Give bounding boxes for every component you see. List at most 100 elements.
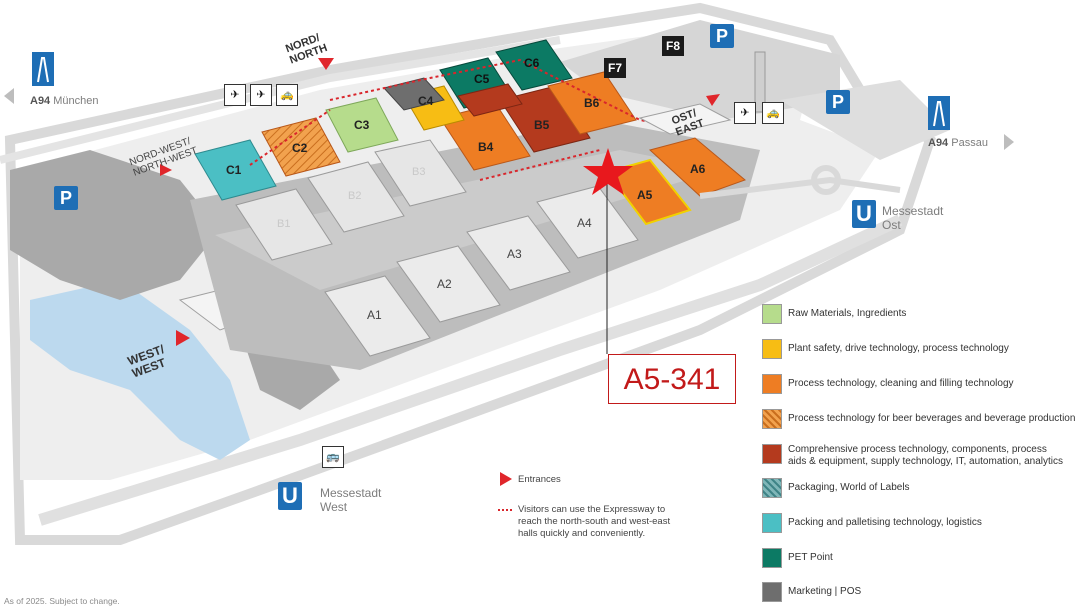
booth-star: [583, 148, 633, 195]
motorway-icon-west: [32, 52, 54, 86]
hall-label-c5[interactable]: C5: [474, 72, 490, 86]
legend-swatch: [762, 444, 782, 464]
taxi-icon-east: 🚕: [762, 102, 784, 124]
legend-item-palletising: Packing and palletising technology, logi…: [762, 513, 1080, 537]
area-f8[interactable]: F8: [662, 36, 684, 56]
hall-label-c3[interactable]: C3: [354, 118, 370, 132]
ubahn-icon-east[interactable]: U: [852, 200, 876, 228]
legend-swatch: [762, 478, 782, 498]
legend-swatch: [762, 339, 782, 359]
hall-label-c6[interactable]: C6: [524, 56, 540, 70]
hall-b2: [307, 161, 405, 233]
east-road: [699, 176, 901, 199]
hall-label-c2[interactable]: C2: [292, 141, 308, 155]
road-city-east: Passau: [951, 137, 988, 149]
legend-item-raw-materials: Raw Materials, Ingredients: [762, 304, 1080, 328]
hall-b3: [374, 139, 467, 207]
north-road: [0, 36, 561, 164]
hall-a3: [466, 215, 571, 291]
ubahn-east-line1: Messestadt: [882, 204, 944, 218]
hall-a4: [536, 185, 639, 259]
hall-marketing: [383, 77, 445, 111]
airport-train-icon: ✈: [250, 84, 272, 106]
legend-expressway-note: Visitors can use the Expressway to reach…: [518, 504, 671, 539]
legend-swatch: [762, 513, 782, 533]
hall-c3: [325, 97, 399, 153]
hall-b5: [499, 85, 591, 153]
area-f7[interactable]: F7: [604, 58, 626, 78]
legend-label: Comprehensive process technology, compon…: [788, 444, 1063, 467]
hall-label-b3[interactable]: B3: [412, 166, 426, 178]
hall-label-a5[interactable]: A5: [637, 188, 653, 202]
hall-label-a6[interactable]: A6: [690, 162, 706, 176]
hall-label-b6[interactable]: B6: [584, 96, 600, 110]
legend-swatch: [762, 548, 782, 568]
hall-a1: [324, 275, 431, 357]
road-label-west: A94 München: [30, 95, 99, 107]
legend-label: PET Point: [788, 552, 833, 563]
legend-item-packaging: Packaging, World of Labels: [762, 478, 1080, 502]
entrance-arrow-northwest: [160, 164, 172, 176]
hall-label-c1[interactable]: C1: [226, 163, 242, 177]
legend-swatch: [762, 374, 782, 394]
hall-b1: [235, 188, 333, 261]
airport-bus-icon: ✈: [224, 84, 246, 106]
taxi-icon: 🚕: [276, 84, 298, 106]
road-number-east: A94: [928, 137, 949, 149]
hall-b6: [547, 71, 637, 135]
bus-stop-icon: 🚌: [322, 446, 344, 468]
hall-label-b4[interactable]: B4: [478, 140, 494, 154]
legend-item-plant-safety: Plant safety, drive technology, process …: [762, 339, 1080, 363]
hall-label-a3[interactable]: A3: [507, 247, 522, 261]
parking-icon-west[interactable]: P: [54, 186, 78, 210]
legend-label: Process technology for beer beverages an…: [788, 413, 1076, 424]
parking-icon-north[interactable]: P: [710, 24, 734, 48]
parking-lot-north: [560, 20, 840, 120]
hall-label-a4[interactable]: A4: [577, 216, 592, 230]
road-number-west: A94: [30, 95, 51, 107]
road-label-east: A94 Passau: [928, 137, 988, 149]
booth-callout[interactable]: A5-341: [608, 354, 736, 404]
hall-label-c4[interactable]: C4: [418, 94, 434, 108]
legend-swatch: [762, 304, 782, 324]
ubahn-west-line1: Messestadt: [320, 486, 382, 500]
hall-a2: [396, 245, 501, 323]
legend-label: Raw Materials, Ingredients: [788, 308, 907, 319]
hall-label-b5[interactable]: B5: [534, 118, 550, 132]
hall-label-a1[interactable]: A1: [367, 308, 382, 322]
hall-c2: [261, 117, 341, 177]
legend-label: Packing and palletising technology, logi…: [788, 517, 982, 528]
road-arrow-west: [4, 88, 14, 104]
parking-icon-east[interactable]: P: [826, 90, 850, 114]
parking-lot-east: [780, 80, 950, 160]
hall-label-b1[interactable]: B1: [277, 218, 291, 230]
entrance-arrow-east: [706, 94, 720, 106]
ubahn-label-west: Messestadt West: [320, 486, 381, 514]
road-city-west: München: [53, 95, 99, 107]
legend-label: Packaging, World of Labels: [788, 482, 910, 493]
hall-a5: [605, 158, 692, 226]
footnote: As of 2025. Subject to change.: [4, 596, 120, 606]
east-entrance-building: [638, 103, 732, 135]
ubahn-label-east: Messestadt Ost: [882, 204, 943, 232]
legend-entrance-arrow: [500, 472, 512, 486]
motorway-icon-east: [928, 96, 950, 130]
entrance-arrow-north: [318, 58, 334, 70]
ubahn-west-line2: West: [320, 500, 348, 514]
legend-swatch: [762, 582, 782, 602]
c-halls: [194, 39, 573, 201]
a-halls: [324, 137, 746, 357]
hall-c6: [495, 39, 573, 91]
west-lake: [30, 280, 250, 460]
ubahn-east-line2: Ost: [882, 218, 901, 232]
hall-label-a2[interactable]: A2: [437, 277, 452, 291]
legend-label: Process technology, cleaning and filling…: [788, 378, 1014, 389]
hall-c5-process: [457, 83, 523, 117]
legend-swatch: [762, 409, 782, 429]
legend-item-marketing: Marketing | POS: [762, 582, 1080, 606]
legend-item-comprehensive: Comprehensive process technology, compon…: [762, 444, 1080, 476]
legend-item-process-filling: Process technology, cleaning and filling…: [762, 374, 1080, 398]
hall-label-b2[interactable]: B2: [348, 190, 362, 202]
ubahn-icon-west[interactable]: U: [278, 482, 302, 510]
